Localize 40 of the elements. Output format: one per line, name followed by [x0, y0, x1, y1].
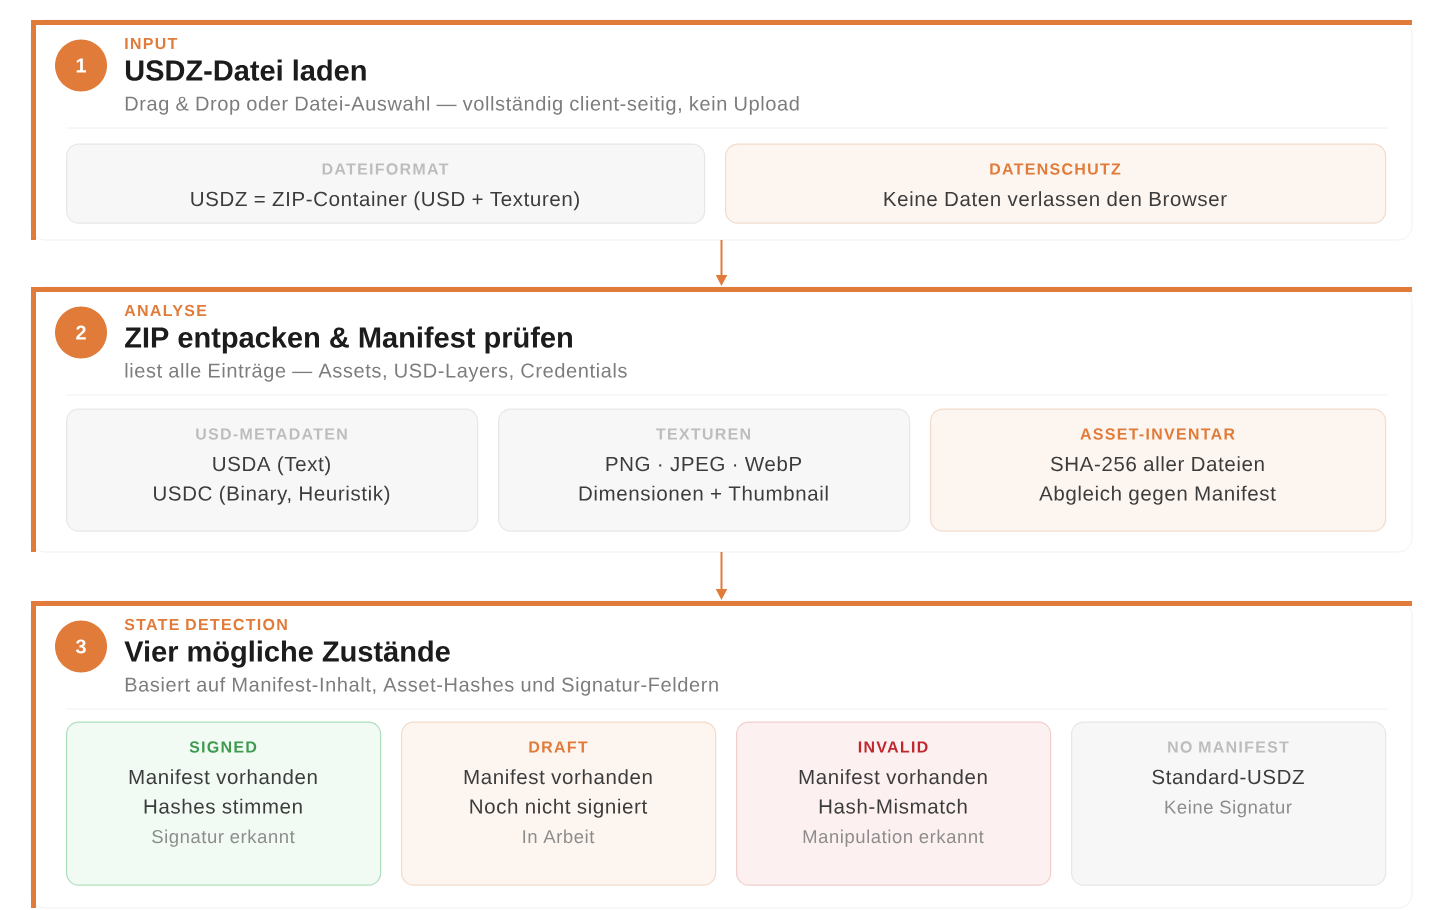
card-text: Noch nicht signiert	[470, 798, 648, 818]
card-text: Abgleich gegen Manifest	[1039, 485, 1276, 505]
step-description: Basiert auf Manifest-Inhalt, Asset-Hashes und Signatur-Feldern	[125, 677, 718, 696]
card-text: Hash-Mismatch	[819, 798, 967, 814]
card-heading: DRAFT	[529, 741, 588, 753]
card-text: Manifest vorhanden	[129, 769, 317, 785]
card-heading: DATEIFORMAT	[322, 163, 449, 175]
card-note: Signatur erkannt	[152, 829, 295, 847]
card-heading: SIGNED	[189, 741, 257, 753]
step-number: 1	[55, 39, 107, 92]
card-text: USDZ = ZIP-Container (USD + Texturen)	[191, 191, 579, 211]
card-note: In Arbeit	[523, 829, 595, 844]
card-text: USDC (Binary, Heuristik)	[154, 485, 390, 505]
step-number: 3	[55, 620, 107, 673]
card-heading: ASSET-INVENTAR	[1080, 428, 1235, 440]
step-title: USDZ-Datei laden	[125, 59, 366, 81]
card-text: SHA-256 aller Dateien	[1050, 456, 1264, 472]
card-text: Standard-USDZ	[1152, 769, 1304, 785]
step-number: 2	[55, 306, 107, 359]
card-heading: DATENSCHUTZ	[990, 163, 1121, 175]
card-text: PNG · JPEG · WebP	[606, 456, 802, 472]
step-tag: ANALYSE	[124, 304, 207, 317]
card-heading: NO MANIFEST	[1168, 741, 1289, 753]
step-description: Drag & Drop oder Datei-Auswahl — vollständig client-seitig, kein Upload	[125, 96, 799, 115]
step-title: Vier mögliche Zustände	[124, 640, 450, 668]
card-text: Manifest vorhanden	[799, 769, 987, 785]
card-text: USDA (Text)	[213, 456, 330, 476]
card-text: Keine Daten verlassen den Browser	[884, 191, 1227, 207]
card-note: Keine Signatur	[1165, 800, 1292, 818]
card-text: Dimensionen + Thumbnail	[579, 485, 828, 501]
step-description: liest alle Einträge — Assets, USD-Layers, Credentials	[125, 363, 627, 382]
card-heading: TEXTUREN	[656, 428, 750, 440]
step-title: ZIP entpacken & Manifest prüfen	[125, 326, 572, 354]
card-heading: USD-METADATEN	[196, 428, 347, 440]
card-heading: INVALID	[858, 741, 928, 753]
card-text: Manifest vorhanden	[464, 769, 652, 785]
step-tag: STATE DETECTION	[124, 618, 287, 631]
step-tag: INPUT	[125, 38, 178, 50]
card-note: Manipulation erkannt	[803, 829, 984, 847]
card-text: Hashes stimmen	[144, 798, 302, 814]
